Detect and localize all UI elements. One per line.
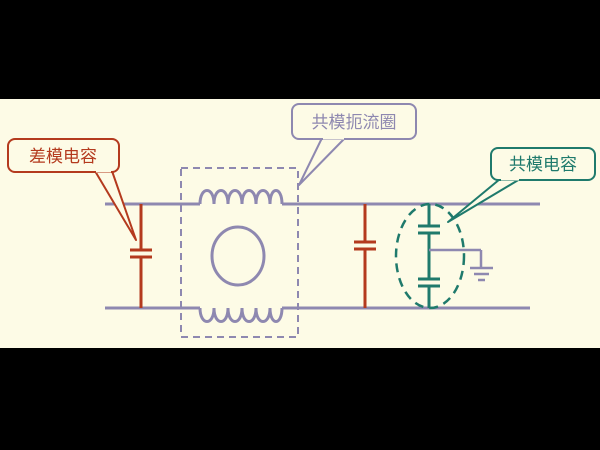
label-common-capacitor: 共模电容 — [509, 155, 577, 175]
label-differential-capacitor: 差模电容 — [29, 147, 97, 167]
callout-differential: 差模电容 — [7, 138, 137, 241]
diff-capacitor-right — [354, 204, 376, 308]
common-mode-choke — [180, 167, 299, 338]
ground-connection — [429, 248, 493, 282]
differential-capacitors — [130, 204, 376, 308]
callout-common-capacitor: 共模电容 — [447, 147, 596, 223]
choke-top-winding — [198, 189, 284, 205]
diff-capacitor-left — [130, 204, 152, 308]
callout-choke: 共模扼流圈 — [291, 103, 417, 186]
common-mode-capacitors — [394, 202, 466, 310]
choke-core — [210, 225, 266, 287]
common-cap-dashed-ellipse — [394, 202, 466, 310]
choke-bottom-winding — [198, 307, 284, 323]
label-common-mode-choke: 共模扼流圈 — [312, 113, 397, 133]
